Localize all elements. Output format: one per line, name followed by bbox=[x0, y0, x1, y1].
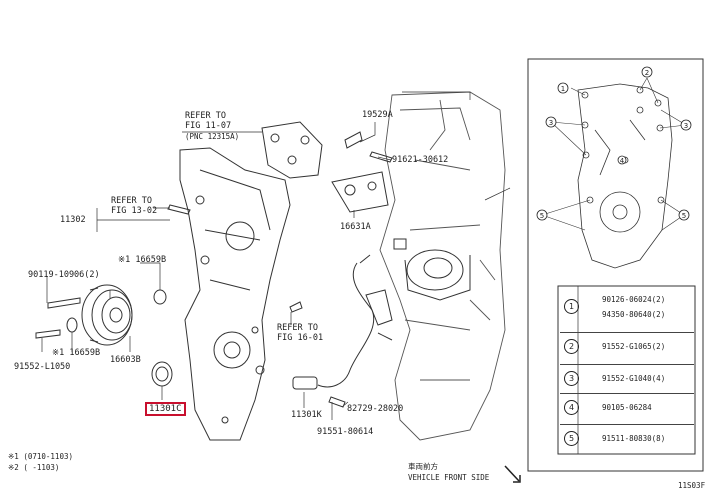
legend-part: 90126-06024(2) bbox=[602, 295, 666, 304]
washer-left bbox=[66, 317, 78, 333]
refer-fig-13-02-label: REFER TO bbox=[111, 196, 152, 206]
washer-top bbox=[153, 289, 167, 305]
legend-part: 91552-G1040(4) bbox=[602, 374, 666, 383]
legend-row-4: 4 90105-06284 bbox=[560, 393, 694, 421]
part-82729-label: 82729-28020 bbox=[347, 404, 404, 414]
bolt-91552 bbox=[35, 329, 61, 339]
part-91621-label: 91621-30612 bbox=[392, 155, 449, 165]
water-pump bbox=[393, 238, 471, 301]
part-16631a-label: 16631A bbox=[340, 222, 371, 232]
part-16659b-top-label: ※1 16659B bbox=[118, 255, 167, 265]
refer-fig-11-07-pnc: (PNC 12315A) bbox=[185, 132, 240, 141]
part-19529a-label: 19529A bbox=[362, 110, 393, 120]
legend-part: 90105-06284 bbox=[602, 403, 652, 412]
legend-num: 3 bbox=[564, 371, 579, 386]
inset-frame bbox=[527, 58, 704, 472]
svg-text:3: 3 bbox=[684, 122, 688, 130]
legend-row-5: 5 91511-80830(8) bbox=[560, 424, 694, 454]
part-90119-label: 90119-10906(2) bbox=[28, 270, 100, 280]
part-16659b-left-label: ※1 16659B bbox=[52, 348, 101, 358]
leader-lines bbox=[41, 91, 511, 420]
inset-callout-leaders bbox=[541, 77, 687, 231]
refer-fig-11-07-label: REFER TO bbox=[185, 111, 226, 121]
legend-num: 4 bbox=[564, 400, 579, 415]
refer-fig-13-02-number: FIG 13-02 bbox=[111, 206, 158, 216]
part-91552-label: 91552-L1050 bbox=[14, 362, 71, 372]
part-11301k-label: 11301K bbox=[291, 410, 322, 420]
inset-cover-drawing bbox=[577, 83, 673, 269]
vehicle-front-arrow bbox=[504, 465, 521, 483]
oil-seal bbox=[151, 361, 173, 387]
legend-row-3: 3 91552-G1040(4) bbox=[560, 364, 694, 392]
refer-fig-11-07-number: FIG 11-07 bbox=[185, 121, 232, 131]
legend-num: 1 bbox=[564, 299, 579, 314]
refer-fig-16-01-label: REFER TO bbox=[277, 323, 318, 333]
vehicle-front-cn: 車両前方 bbox=[408, 462, 438, 471]
idler-bracket bbox=[331, 131, 393, 213]
inset-callout-circles bbox=[536, 66, 692, 221]
svg-text:4: 4 bbox=[620, 157, 625, 165]
part-16603b-label: 16603B bbox=[110, 355, 141, 365]
refer-fig-16-01-number: FIG 16-01 bbox=[277, 333, 324, 343]
svg-text:1: 1 bbox=[561, 85, 565, 93]
figure-code: 11S03F bbox=[678, 481, 706, 490]
legend-part: 91552-G1065(2) bbox=[602, 342, 666, 351]
svg-text:2: 2 bbox=[645, 69, 649, 77]
part-11301c-label[interactable]: 11301C bbox=[145, 402, 186, 416]
footnote-1: ※1 (0710-1103) bbox=[8, 452, 73, 461]
inset-callout-numbers: 1 2 3 3 5 5 4 bbox=[540, 69, 688, 220]
engine-block bbox=[379, 91, 506, 441]
crank-sensor-wiring bbox=[289, 254, 393, 408]
upper-bracket bbox=[261, 121, 323, 179]
legend-row-1: 1 90126-06024(2) 94350-80640(2) bbox=[560, 286, 694, 326]
legend-num: 5 bbox=[564, 431, 579, 446]
legend-table-frame bbox=[557, 285, 696, 455]
footnote-2: ※2 ( -1103) bbox=[8, 463, 60, 472]
timing-chain-cover bbox=[179, 147, 291, 441]
svg-text:5: 5 bbox=[682, 212, 686, 220]
legend-part: 91511-80830(8) bbox=[602, 434, 666, 443]
part-91551-label: 91551-80614 bbox=[317, 427, 374, 437]
crankshaft-pulley bbox=[81, 284, 133, 346]
svg-text:5: 5 bbox=[540, 212, 544, 220]
part-11302-label: 11302 bbox=[60, 215, 86, 225]
vehicle-front-en: VEHICLE FRONT SIDE bbox=[408, 473, 490, 482]
legend-row-2: 2 91552-G1065(2) bbox=[560, 332, 694, 360]
legend-num: 2 bbox=[564, 339, 579, 354]
legend-part: 94350-80640(2) bbox=[602, 310, 666, 319]
bolt-90119 bbox=[47, 297, 81, 309]
svg-text:3: 3 bbox=[549, 119, 553, 127]
